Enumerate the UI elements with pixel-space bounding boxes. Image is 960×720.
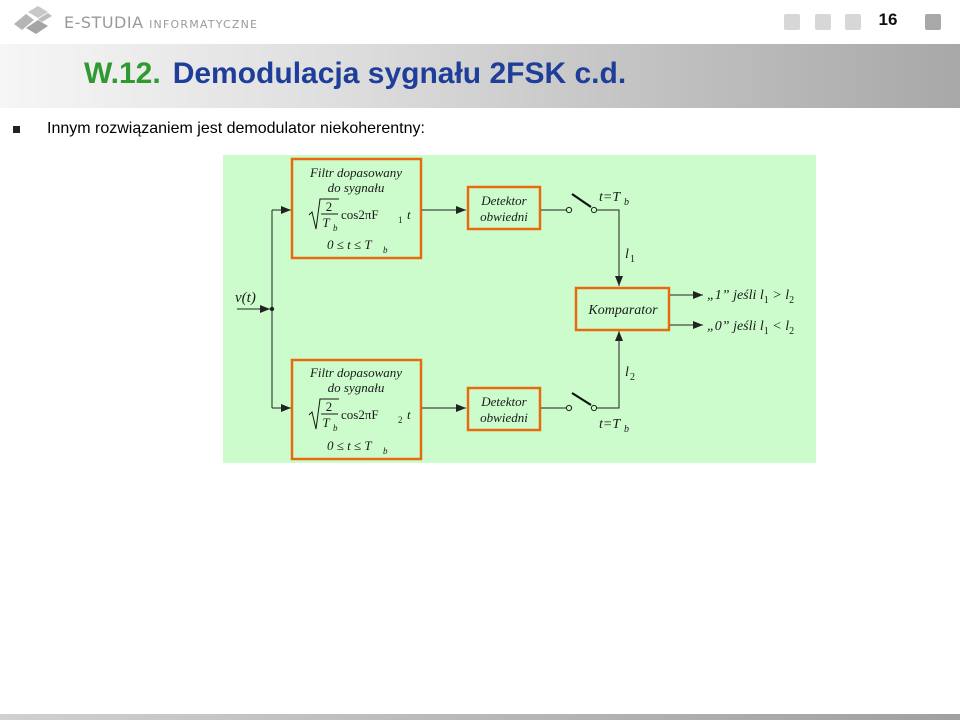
lower-freq-index: 2 [398, 415, 403, 425]
logo: E-STUDIA INFORMATYCZNE [12, 6, 258, 38]
comparator-block: Komparator [574, 286, 671, 332]
nav-square-3[interactable] [845, 14, 861, 30]
l2-label-sub: 2 [630, 372, 635, 383]
upper-filter-line1: Filtr dopasowany [309, 165, 402, 180]
lower-frac-den: T [322, 415, 330, 430]
upper-sampling-label-sub: b [624, 197, 629, 208]
bullet-text: Innym rozwiązaniem jest demodulator niek… [47, 120, 425, 137]
upper-frac-num: 2 [326, 199, 333, 214]
lower-cos: cos2πF [341, 407, 379, 422]
upper-range: 0 ≤ t ≤ T [327, 237, 372, 252]
slide-title: W.12. Demodulacja sygnału 2FSK c.d. [84, 57, 626, 91]
output-1-label: „1” jeśli l1 > l2 [707, 288, 794, 306]
lower-filter-block: Filtr dopasowany do sygnału 2 T b cos2πF… [290, 358, 423, 461]
logo-icon [14, 6, 52, 34]
demodulator-diagram: v(t) Filtr dopasowany do sygnału 2 T b c… [223, 155, 816, 463]
bullet-icon [13, 126, 20, 133]
lower-detector-block: Detektor obwiedni [466, 386, 542, 432]
upper-sampler-switch [541, 193, 623, 286]
comparator-label: Komparator [587, 303, 658, 318]
output-0-label: „0” jeśli l1 < l2 [707, 319, 794, 337]
title-band: W.12. Demodulacja sygnału 2FSK c.d. [0, 44, 960, 108]
upper-sampling-label: t=T [599, 190, 621, 205]
upper-frac-den-sub: b [333, 223, 338, 233]
slide-title-text: Demodulacja sygnału 2FSK c.d. [172, 57, 627, 90]
nav-square-1[interactable] [784, 14, 800, 30]
page-number: 16 [878, 10, 898, 29]
lower-sqrt-sign [308, 398, 339, 430]
upper-t: t [407, 207, 411, 222]
lower-t: t [407, 407, 411, 422]
lower-detector-line1: Detektor [480, 394, 527, 409]
l1-label-sub: 1 [630, 254, 635, 265]
logo-sub-text: INFORMATYCZNE [149, 17, 259, 31]
upper-detector-block: Detektor obwiedni [466, 185, 542, 231]
lower-filter-line2: do sygnału [328, 380, 385, 395]
lower-filter-line1: Filtr dopasowany [309, 365, 402, 380]
lower-range: 0 ≤ t ≤ T [327, 438, 372, 453]
lower-detector-line2: obwiedni [480, 410, 528, 425]
lower-sampling-label-sub: b [624, 424, 629, 435]
l2-label: l [625, 365, 629, 380]
nav-square-4[interactable] [925, 14, 941, 30]
diagram-background [223, 155, 816, 463]
lower-frac-den-sub: b [333, 423, 338, 433]
l1-label: l [625, 247, 629, 262]
nav-square-2[interactable] [815, 14, 831, 30]
upper-detector-line2: obwiedni [480, 209, 528, 224]
upper-detector-line1: Detektor [480, 193, 527, 208]
slide-number: W.12. [84, 57, 161, 90]
upper-sqrt-sign [308, 198, 339, 230]
upper-filter-line2: do sygnału [328, 180, 385, 195]
upper-frac-den: T [322, 215, 330, 230]
upper-cos: cos2πF [341, 207, 379, 222]
bottom-bar [0, 714, 960, 720]
input-label: v(t) [235, 290, 256, 306]
lower-frac-num: 2 [326, 399, 333, 414]
upper-freq-index: 1 [398, 215, 403, 225]
lower-sampler-switch [541, 331, 623, 412]
logo-main-text: E-STUDIA [64, 12, 144, 32]
upper-range-sub: b [383, 245, 388, 255]
upper-filter-block: Filtr dopasowany do sygnału 2 T b cos2πF… [290, 157, 423, 260]
lower-range-sub: b [383, 446, 388, 456]
lower-sampling-label: t=T [599, 417, 621, 432]
